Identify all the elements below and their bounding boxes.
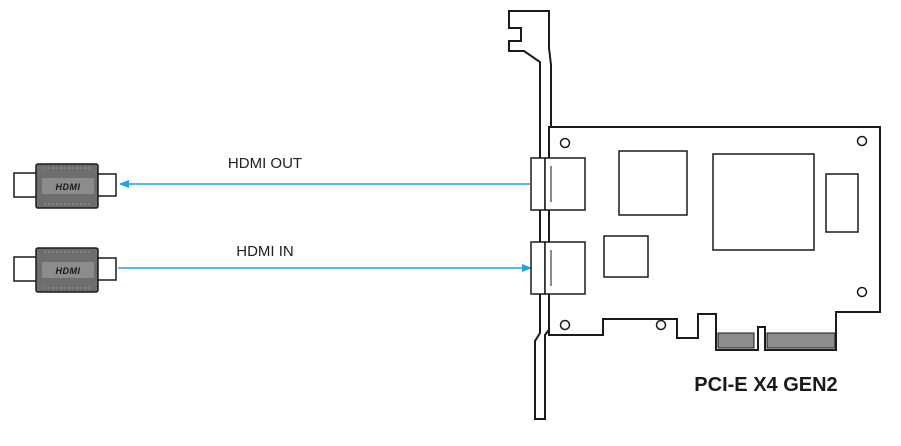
hdmi-out-connector: HDMI <box>13 163 117 209</box>
chip-small <box>603 235 649 278</box>
pcie-fingers-short <box>717 332 755 349</box>
hdmi-out-port-housing <box>530 157 546 211</box>
hdmi-in-connector: HDMI <box>13 247 117 293</box>
mount-hole-bottom-mid <box>655 319 667 331</box>
hdmi-out-port <box>544 157 586 211</box>
chip-main <box>712 153 815 251</box>
pcie-fingers-long <box>766 332 836 349</box>
hdmi-in-label: HDMI IN <box>236 243 294 260</box>
mount-hole-top-right <box>856 135 868 147</box>
mount-hole-top-left <box>559 137 571 149</box>
hdmi-in-logo: HDMI <box>56 266 81 276</box>
mount-hole-bottom-left <box>559 319 571 331</box>
chip-right <box>825 173 859 233</box>
mount-hole-right <box>856 286 868 298</box>
mounting-bracket <box>508 10 552 420</box>
chip-upper-left <box>618 150 688 216</box>
hdmi-in-port <box>544 241 586 295</box>
card-model-label: PCI-E X4 GEN2 <box>694 374 837 396</box>
hdmi-in-port-housing <box>530 241 546 295</box>
hdmi-out-logo: HDMI <box>56 182 81 192</box>
hdmi-out-label: HDMI OUT <box>228 155 302 172</box>
